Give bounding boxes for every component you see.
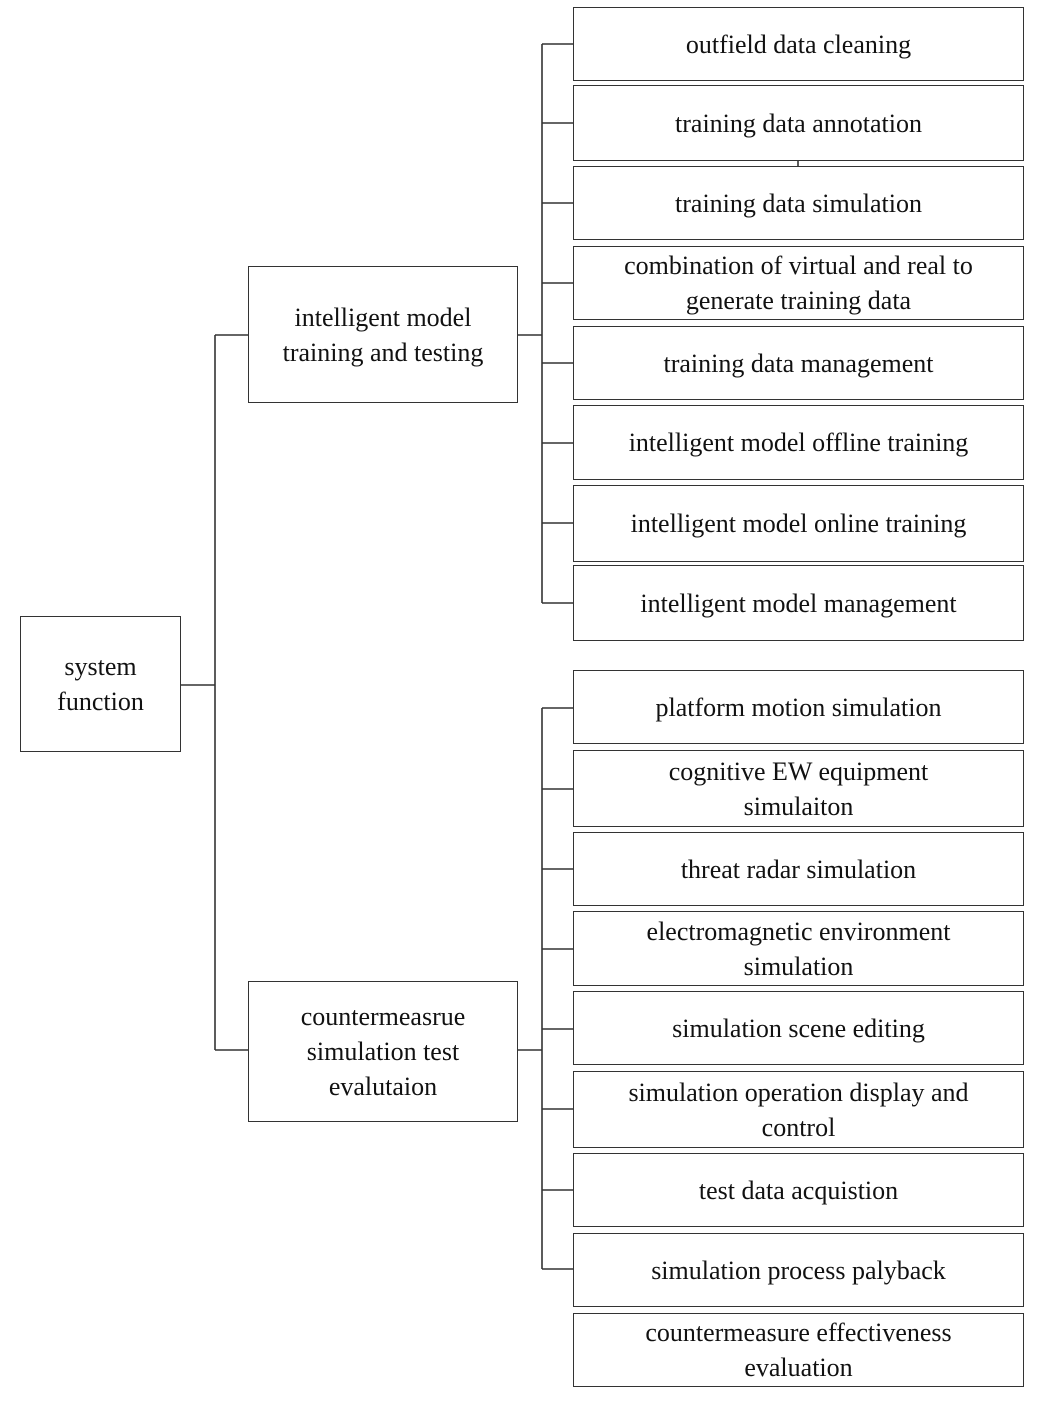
root-node-label: system function [57,652,144,716]
leaf-node: training data management [573,326,1024,400]
leaf-node: intelligent model online training [573,485,1024,562]
branch-node-countermeasure-test: countermeasrue simulation test evalutaio… [248,981,518,1122]
leaf-node-label: platform motion simulation [655,692,942,722]
leaf-node: cognitive EW equipment simulaiton [573,750,1024,827]
leaf-node-label: simulation scene editing [672,1013,925,1043]
leaf-node: threat radar simulation [573,832,1024,906]
leaf-node-label: intelligent model offline training [628,428,969,457]
leaf-node-label: training data annotation [675,108,922,138]
leaf-node: countermeasure effectiveness evaluation [573,1313,1024,1387]
leaf-node-label: threat radar simulation [680,854,917,884]
branch-node-model-training: intelligent model training and testing [248,266,518,403]
leaf-node: simulation scene editing [573,991,1024,1065]
leaf-node: simulation process palyback [573,1233,1024,1307]
leaf-node-label: combination of virtual and real to gener… [624,251,973,315]
leaf-node: platform motion simulation [573,670,1024,744]
leaf-node-label: countermeasure effectiveness evaluation [645,1318,952,1382]
leaf-node: electromagnetic environment simulation [573,911,1024,986]
leaf-node: combination of virtual and real to gener… [573,246,1024,320]
leaf-node-label: intelligent model online training [630,509,967,538]
leaf-node-label: cognitive EW equipment simulaiton [668,756,929,821]
root-node-system-function: system function [20,616,181,752]
leaf-node-label: outfield data cleaning [685,29,912,59]
leaf-node-label: electromagnetic environment simulation [646,916,951,981]
leaf-node: training data annotation [573,85,1024,161]
leaf-node-label: training data management [663,348,934,378]
leaf-node-label: training data simulation [675,188,922,218]
leaf-node: training data simulation [573,166,1024,240]
branch-node-label: countermeasrue simulation test evalutaio… [300,1002,466,1101]
leaf-node: intelligent model management [573,565,1024,641]
leaf-node-label: test data acquistion [698,1175,899,1205]
leaf-node-label: simulation process palyback [651,1255,946,1285]
branch-node-label: intelligent model training and testing [282,302,484,367]
leaf-node: test data acquistion [573,1153,1024,1227]
leaf-node: simulation operation display and control [573,1071,1024,1148]
leaf-node: outfield data cleaning [573,7,1024,81]
leaf-node: intelligent model offline training [573,405,1024,480]
leaf-node-label: intelligent model management [640,588,957,618]
leaf-node-label: simulation operation display and control [628,1077,969,1142]
